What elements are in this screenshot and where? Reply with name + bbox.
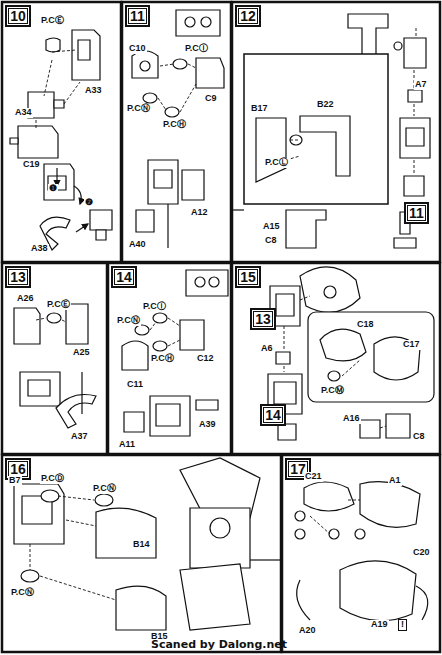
part-label: A12 (190, 208, 209, 218)
part-label: A34 (14, 108, 33, 118)
part-label: P.CⒽ (162, 120, 187, 130)
part-label: C8 (264, 236, 278, 246)
watermark: Scaned by Dalong.net (150, 638, 288, 651)
part-label: C12 (196, 354, 215, 364)
part-label: A37 (70, 432, 89, 442)
step-number-box: 13 (250, 308, 276, 330)
part-label: P.CⓃ (126, 104, 151, 114)
part-label: C19 (22, 160, 41, 170)
part-label: C10 (128, 44, 147, 54)
step-number: 11 (409, 206, 424, 220)
part-label: B17 (250, 104, 269, 114)
part-label: C9 (204, 94, 218, 104)
step-number: 14 (265, 408, 281, 422)
part-label: A7 (414, 80, 428, 90)
step-number: 14 (116, 270, 132, 284)
part-label: A33 (84, 86, 103, 96)
part-label: P.CⓁ (264, 158, 289, 168)
part-label: C20 (412, 548, 431, 558)
part-label: A6 (260, 344, 274, 354)
part-label: P.CⓃ (116, 316, 141, 326)
step-number-box: 14 (111, 266, 137, 288)
part-label: P.CⓃ (92, 484, 117, 494)
step-number-box: 11 (125, 5, 150, 27)
part-label: C17 (402, 340, 421, 350)
part-label: P.CⒾ (142, 302, 167, 312)
part-label: P.CⓃ (10, 588, 35, 598)
step-order-mark: ❷ (84, 198, 94, 208)
step-number-box: 11 (404, 202, 429, 224)
step-number: 10 (10, 9, 26, 23)
part-label: A1 (388, 476, 402, 486)
part-label: C8 (412, 432, 426, 442)
caution-mark: ! (398, 619, 407, 631)
part-label: C18 (356, 320, 375, 330)
part-label: C11 (126, 380, 144, 390)
step-number: 16 (10, 462, 26, 476)
step-number: 13 (10, 270, 26, 284)
part-label: A39 (198, 420, 217, 430)
part-label: A19 (370, 620, 389, 630)
step-number-box: 12 (235, 5, 261, 27)
part-label: B14 (132, 540, 151, 550)
part-label: A25 (72, 348, 91, 358)
step-number: 12 (240, 9, 256, 23)
step-number: 13 (255, 312, 271, 326)
part-label: C21 (304, 472, 323, 482)
part-label: A40 (128, 240, 147, 250)
step-number: 15 (240, 270, 256, 284)
part-label: A11 (118, 440, 136, 450)
part-label: P.CⒽ (150, 354, 175, 364)
part-label: B7 (8, 476, 22, 486)
part-label: P.CⒾ (184, 44, 209, 54)
step-number: 11 (130, 9, 145, 23)
part-label: B22 (316, 100, 335, 110)
step-number-box: 14 (260, 404, 286, 426)
part-label: P.CⒺ (46, 300, 71, 310)
part-label: P.CⒹ (40, 474, 65, 484)
step-order-mark: ❶ (48, 184, 58, 194)
step-number-box: 13 (5, 266, 31, 288)
step-number-box: 15 (235, 266, 261, 288)
part-label: A16 (342, 414, 361, 424)
part-label: P.CⓂ (320, 386, 345, 396)
part-label: A15 (262, 222, 281, 232)
part-label: P.CⒺ (40, 16, 65, 26)
part-label: A38 (30, 244, 49, 254)
part-label: A26 (16, 294, 35, 304)
part-label: A20 (298, 626, 317, 636)
step-number-box: 10 (5, 5, 31, 27)
